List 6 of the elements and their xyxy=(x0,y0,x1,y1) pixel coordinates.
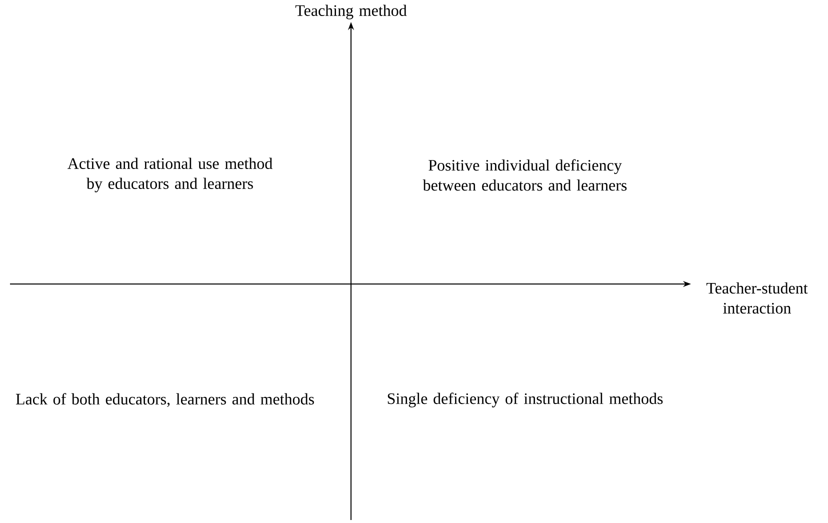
axis-title: Teaching method xyxy=(295,4,407,20)
quadrant-label: Single deficiency of instructional methods xyxy=(388,392,663,408)
quadrant-label: Active and rational use method by educators and learners xyxy=(68,158,272,192)
quadrant-label: Positive individual deficiency between educators and learners xyxy=(422,159,627,191)
axis-title: Teacher-student interaction xyxy=(706,282,808,314)
quadrant-label: Lack of both educators, learners and methods xyxy=(16,393,314,407)
